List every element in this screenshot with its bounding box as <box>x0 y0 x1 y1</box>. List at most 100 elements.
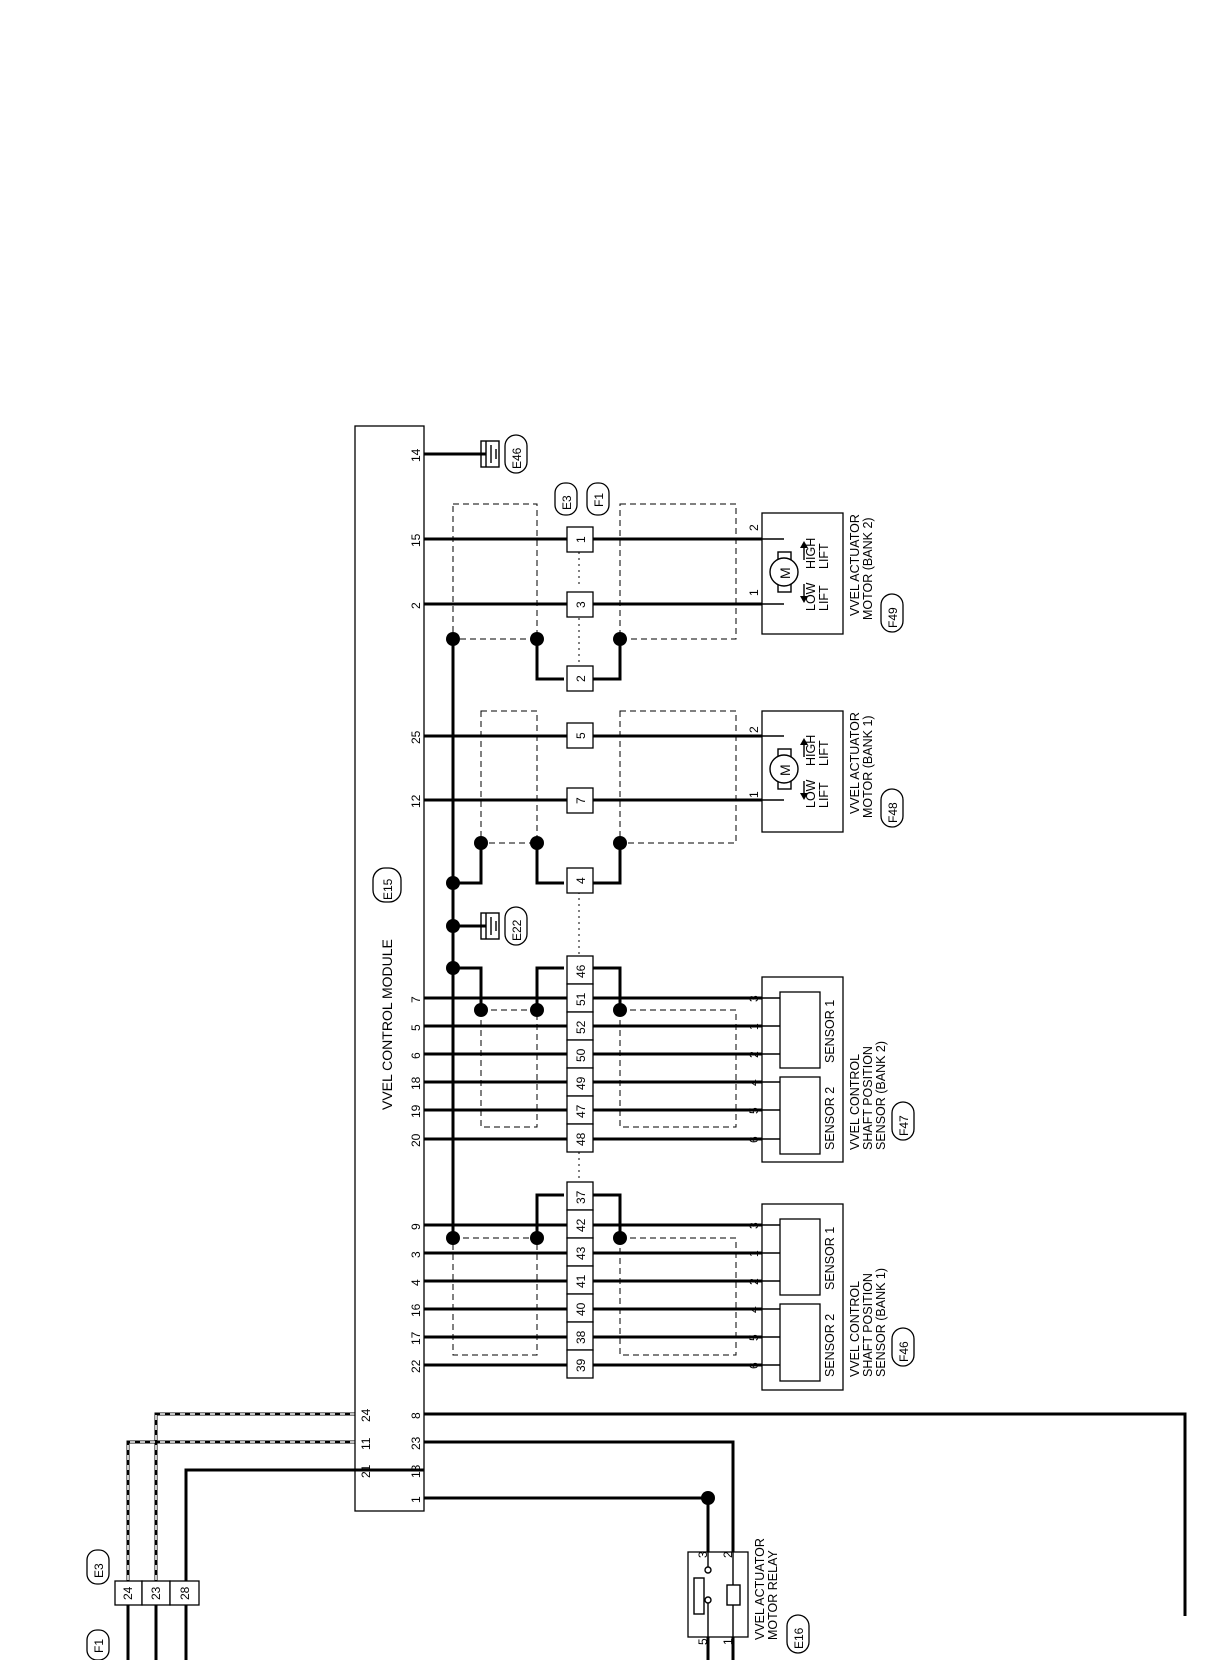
joint-pin: 38 <box>574 1330 588 1344</box>
motor-connector-id: F49 <box>886 607 900 628</box>
joint-pin: 51 <box>574 992 588 1006</box>
sensor-name: SENSOR (BANK 2) <box>874 1041 888 1150</box>
svg-text:M: M <box>777 567 793 579</box>
svg-text:HIGH: HIGH <box>804 735 818 766</box>
motor-pin: 1 <box>747 791 761 798</box>
module-name: VVEL CONTROL MODULE <box>379 939 395 1110</box>
module-pin: 3 <box>409 1251 423 1258</box>
joint-pin: 49 <box>574 1076 588 1090</box>
joint-pin: 42 <box>574 1218 588 1232</box>
actuator-motor-bank1: 2 1 M HIGH LIFT LOW LIFT VVEL ACTUATOR M… <box>747 710 904 833</box>
motor-name: MOTOR (BANK 2) <box>861 517 875 620</box>
actuator-motor-bank2: 2 1 M HIGH LIFT LOW LIFT VVEL ACTUATOR M… <box>747 512 904 635</box>
svg-text:LOW: LOW <box>804 779 818 808</box>
relay-coil-icon <box>726 1552 741 1637</box>
module-pin: 16 <box>409 1303 423 1317</box>
harness-pin: 28 <box>178 1586 192 1600</box>
module-pin: 18 <box>409 1076 423 1090</box>
shaft-position-sensor-bank1: 3 1 2 4 5 6 SENSOR 1 SENSOR 2 VVEL CONTR… <box>747 1203 915 1391</box>
relay-pin: 5 <box>696 1638 710 1645</box>
ground-e22: E22 <box>480 906 528 946</box>
arrow-icon <box>800 738 808 800</box>
motor-pin: 2 <box>747 524 761 531</box>
joint-pin: 46 <box>574 964 588 978</box>
joint-pin: 39 <box>574 1358 588 1372</box>
motor-connector-id: F48 <box>886 802 900 823</box>
sensor-pin: 5 <box>747 1334 761 1341</box>
module-pin: 25 <box>409 730 423 744</box>
relay-connector-id: E16 <box>792 1627 806 1649</box>
module-pin: 15 <box>409 533 423 547</box>
module-pin: 14 <box>409 448 423 462</box>
ground-icon <box>480 440 500 468</box>
vvel-control-module: VVEL CONTROL MODULE E15 14 15 2 25 12 7 … <box>354 425 425 1512</box>
module-pin: 21 <box>359 1464 373 1478</box>
joint-pin: 40 <box>574 1302 588 1316</box>
arrow-icon <box>800 541 808 603</box>
ground-connector-id: E46 <box>510 447 524 469</box>
module-pin: 11 <box>359 1437 373 1450</box>
splices <box>446 632 715 1505</box>
sensor-pin: 4 <box>747 1079 761 1086</box>
sensor-pin: 5 <box>747 1107 761 1114</box>
wires <box>126 452 1187 1660</box>
ground-connector-id: E22 <box>510 919 524 941</box>
joint-pin: 1 <box>574 536 588 543</box>
joint-pin: 41 <box>574 1274 588 1288</box>
sensor-connector-id: F46 <box>897 1341 911 1362</box>
module-pin: 9 <box>409 1223 423 1230</box>
module-pin: 13 <box>409 1464 423 1478</box>
ground-icon <box>480 912 500 940</box>
harness-connector-id: E3 <box>92 1563 106 1578</box>
svg-text:LIFT: LIFT <box>817 782 831 808</box>
relay-pin: 3 <box>696 1551 710 1558</box>
sensor-pin: 1 <box>747 1250 761 1257</box>
joint-pin: 7 <box>574 797 588 804</box>
motor-name: VVEL ACTUATOR <box>848 514 862 616</box>
joint-pin: 5 <box>574 732 588 739</box>
module-connector-id: E15 <box>381 878 395 900</box>
svg-text:SENSOR 1: SENSOR 1 <box>823 1000 837 1063</box>
sensor-pin: 1 <box>747 1023 761 1030</box>
harness-connector-id: F1 <box>92 1639 106 1653</box>
joint-pin: 2 <box>574 675 588 682</box>
svg-text:LOW: LOW <box>804 582 818 611</box>
joint-connector: E3 F1 1 3 2 5 7 4 46 51 52 50 <box>554 482 610 1379</box>
svg-text:LIFT: LIFT <box>817 585 831 611</box>
sensor-pin: 2 <box>747 1051 761 1058</box>
ground-e46: E46 <box>480 434 528 474</box>
sensor-name: SHAFT POSITION <box>861 1273 875 1377</box>
svg-text:SENSOR 2: SENSOR 2 <box>823 1314 837 1377</box>
motor-icon: M <box>769 551 799 593</box>
svg-text:M: M <box>777 764 793 776</box>
motor-name: MOTOR (BANK 1) <box>861 715 875 818</box>
module-pin: 20 <box>409 1133 423 1147</box>
joint-pin: 4 <box>574 877 588 884</box>
motor-icon: M <box>769 748 799 790</box>
svg-text:SENSOR 2: SENSOR 2 <box>823 1087 837 1150</box>
module-pin: 1 <box>409 1496 423 1503</box>
harness-connector: E3 F1 24 23 28 <box>86 1549 200 1660</box>
joint-pin: 3 <box>574 601 588 608</box>
shields <box>452 503 737 1356</box>
relay-pin: 2 <box>721 1551 735 1558</box>
module-pin: 19 <box>409 1104 423 1118</box>
svg-text:SENSOR 1: SENSOR 1 <box>823 1227 837 1290</box>
joint-pin: 50 <box>574 1048 588 1062</box>
module-pin: 23 <box>409 1436 423 1450</box>
motor-pin: 2 <box>747 726 761 733</box>
sensor-name: SHAFT POSITION <box>861 1046 875 1150</box>
svg-text:LIFT: LIFT <box>817 543 831 569</box>
sensor-pin: 3 <box>747 995 761 1002</box>
joint-pin: 47 <box>574 1104 588 1118</box>
joint-pin: 48 <box>574 1132 588 1146</box>
module-pin: 4 <box>409 1279 423 1286</box>
module-pin: 17 <box>409 1331 423 1345</box>
motor-name: VVEL ACTUATOR <box>848 712 862 814</box>
actuator-motor-relay: 3 2 5 1 VVEL ACTUATOR MOTOR RELAY E16 <box>687 1538 810 1654</box>
shaft-position-sensor-bank2: 3 1 2 4 5 6 SENSOR 1 SENSOR 2 VVEL CONTR… <box>747 976 915 1163</box>
sensor-name: VVEL CONTROL <box>848 1054 862 1150</box>
module-pin: 7 <box>409 996 423 1003</box>
sensor-connector-id: F47 <box>897 1115 911 1136</box>
